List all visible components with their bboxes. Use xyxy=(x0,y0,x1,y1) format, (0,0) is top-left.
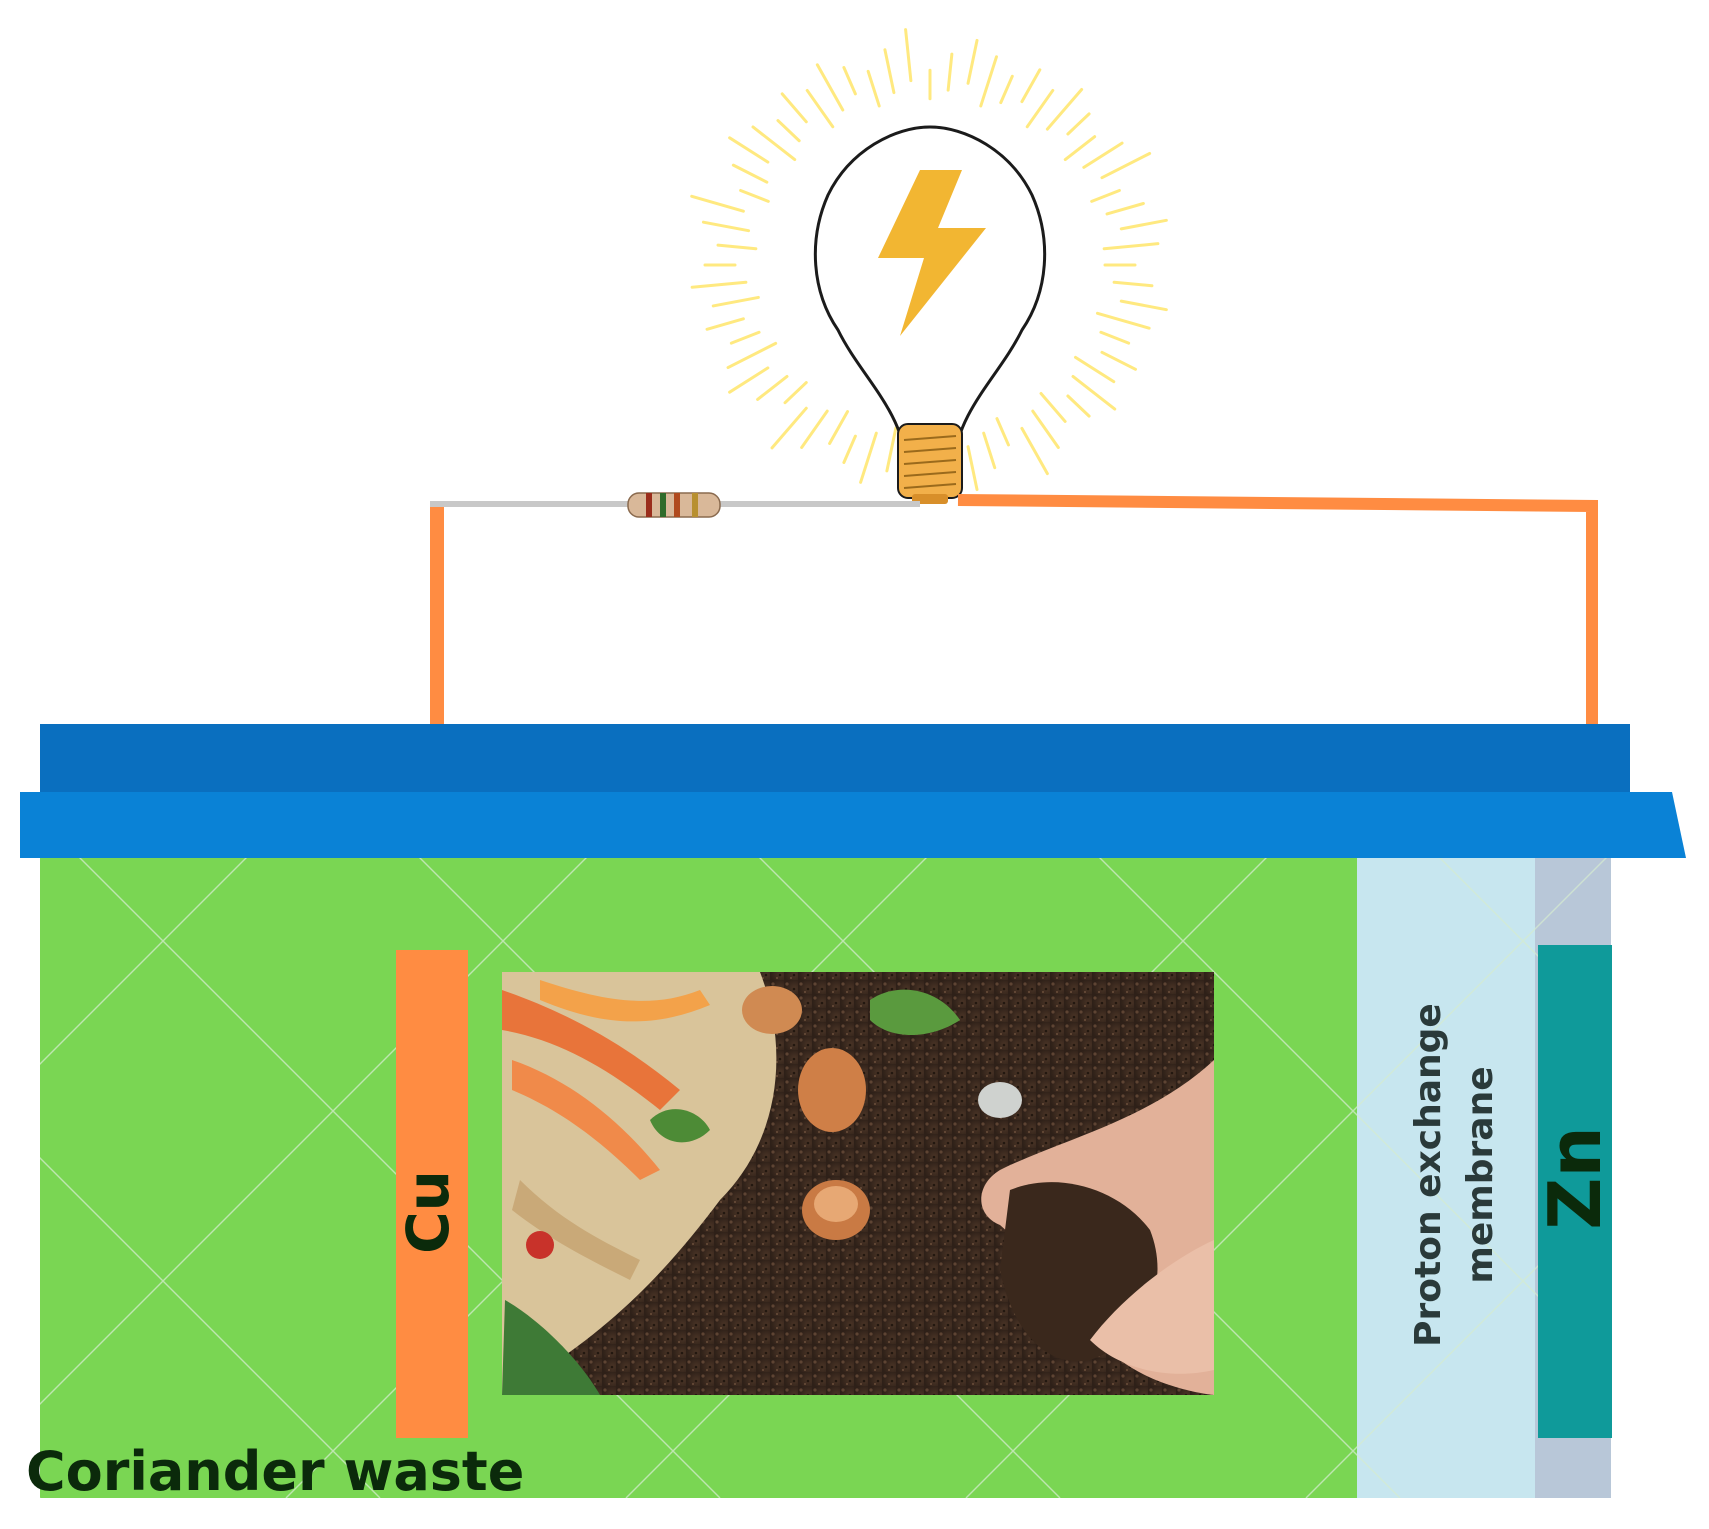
lattice-line xyxy=(40,1157,381,1498)
glow-ray xyxy=(1025,88,1055,129)
copper-electrode xyxy=(396,950,468,1438)
coriander-waste-photo xyxy=(502,972,1214,1395)
glow-ray xyxy=(1074,355,1116,384)
glow-ray xyxy=(966,38,979,85)
glow-ray xyxy=(805,88,835,129)
membrane-label-line2: membrane xyxy=(1460,1066,1501,1283)
glow-ray xyxy=(1100,350,1137,371)
glow-ray xyxy=(731,163,769,184)
substrate-label: Coriander waste xyxy=(26,1440,524,1503)
glow-ray xyxy=(770,406,808,450)
glow-ray xyxy=(690,194,745,213)
glow-ray xyxy=(828,410,850,445)
glow-ray xyxy=(1119,218,1168,231)
bulb-glow-rays xyxy=(690,28,1168,492)
glow-ray xyxy=(690,280,748,289)
glow-ray xyxy=(739,188,770,203)
glow-ray xyxy=(1082,141,1124,169)
glow-ray xyxy=(701,220,751,233)
cathode-label: Cu xyxy=(394,1170,462,1254)
glow-ray xyxy=(728,366,770,394)
glow-ray xyxy=(1066,112,1091,136)
glow-ray xyxy=(995,417,1010,447)
glow-ray xyxy=(716,243,758,251)
glow-ray xyxy=(979,55,998,108)
glow-ray xyxy=(751,125,797,162)
glow-ray xyxy=(776,119,801,143)
chamber-lid-rim xyxy=(20,792,1686,858)
zinc-electrode xyxy=(1538,945,1612,1438)
glow-ray xyxy=(726,341,778,370)
glow-ray xyxy=(1102,242,1160,251)
glow-ray xyxy=(1020,426,1049,476)
glow-ray xyxy=(1039,392,1067,423)
glow-ray xyxy=(904,28,913,83)
bulb-base-icon xyxy=(897,423,963,504)
glow-ray xyxy=(966,445,979,492)
glow-ray xyxy=(783,381,808,405)
glow-ray xyxy=(728,136,770,164)
glow-ray xyxy=(1119,299,1168,312)
lattice-line xyxy=(1305,1192,1611,1498)
glow-ray xyxy=(1071,374,1117,411)
glow-ray xyxy=(1100,151,1152,180)
glow-ray xyxy=(946,52,954,92)
glow-ray xyxy=(815,63,845,112)
glow-ray xyxy=(999,74,1014,105)
glow-ray xyxy=(1020,68,1042,104)
glow-ray xyxy=(982,431,997,470)
glow-ray xyxy=(1063,135,1097,162)
chamber-lid-top xyxy=(40,724,1630,792)
glow-ray xyxy=(1099,330,1131,345)
glow-ray xyxy=(800,409,829,449)
glow-ray xyxy=(1112,280,1154,288)
glow-ray xyxy=(1105,202,1145,216)
glow-ray xyxy=(859,431,878,484)
glow-ray xyxy=(842,66,857,96)
glow-ray xyxy=(780,92,808,124)
glow-ray xyxy=(1031,409,1060,449)
glow-ray xyxy=(1095,311,1151,330)
glow-ray xyxy=(883,48,896,95)
glow-ray xyxy=(1066,394,1091,418)
glow-ray xyxy=(866,69,881,108)
lightning-bolt-icon xyxy=(878,170,986,336)
glow-ray xyxy=(885,426,898,473)
glow-ray xyxy=(705,317,745,331)
proton-exchange-membrane xyxy=(1357,858,1535,1498)
anode-label: Zn xyxy=(1533,1126,1617,1229)
glow-ray xyxy=(1045,87,1084,131)
glow-ray xyxy=(1090,188,1121,203)
light-bulb-icon xyxy=(690,28,1168,504)
glow-ray xyxy=(756,374,789,401)
glow-ray xyxy=(842,434,857,464)
membrane-label-line1: Proton exchange xyxy=(1408,1003,1449,1347)
glow-ray xyxy=(729,330,761,345)
resistor-icon xyxy=(627,492,721,518)
glow-ray xyxy=(711,295,760,308)
